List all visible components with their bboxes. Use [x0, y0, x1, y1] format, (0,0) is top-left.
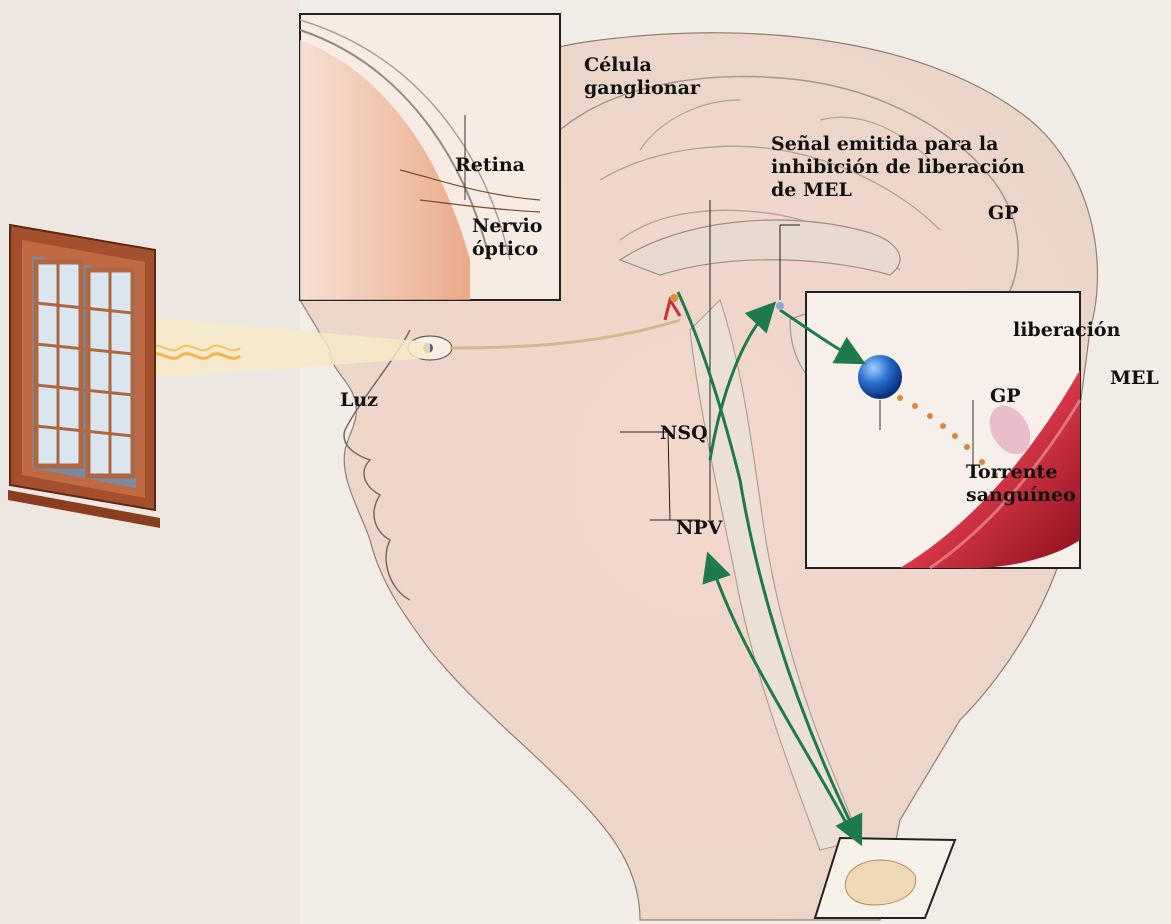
label-npv: NPV	[676, 517, 722, 540]
label-retina: Retina	[455, 154, 525, 177]
label-luz: Luz	[340, 389, 378, 412]
label-gp-inset: GP	[990, 385, 1021, 408]
label-nervio-optico: Nervio óptico	[472, 215, 542, 261]
label-celula-ganglionar: Célula ganglionar	[584, 54, 700, 100]
label-liberacion: liberación	[1013, 319, 1120, 342]
label-gp-top: GP	[988, 202, 1019, 225]
label-mel: MEL	[1110, 367, 1159, 390]
label-torrente-sanguineo: Torrente sanguíneo	[966, 461, 1076, 507]
label-senal-inhibicion: Señal emitida para la inhibición de libe…	[771, 133, 1025, 202]
label-nsq: NSQ	[660, 422, 708, 445]
